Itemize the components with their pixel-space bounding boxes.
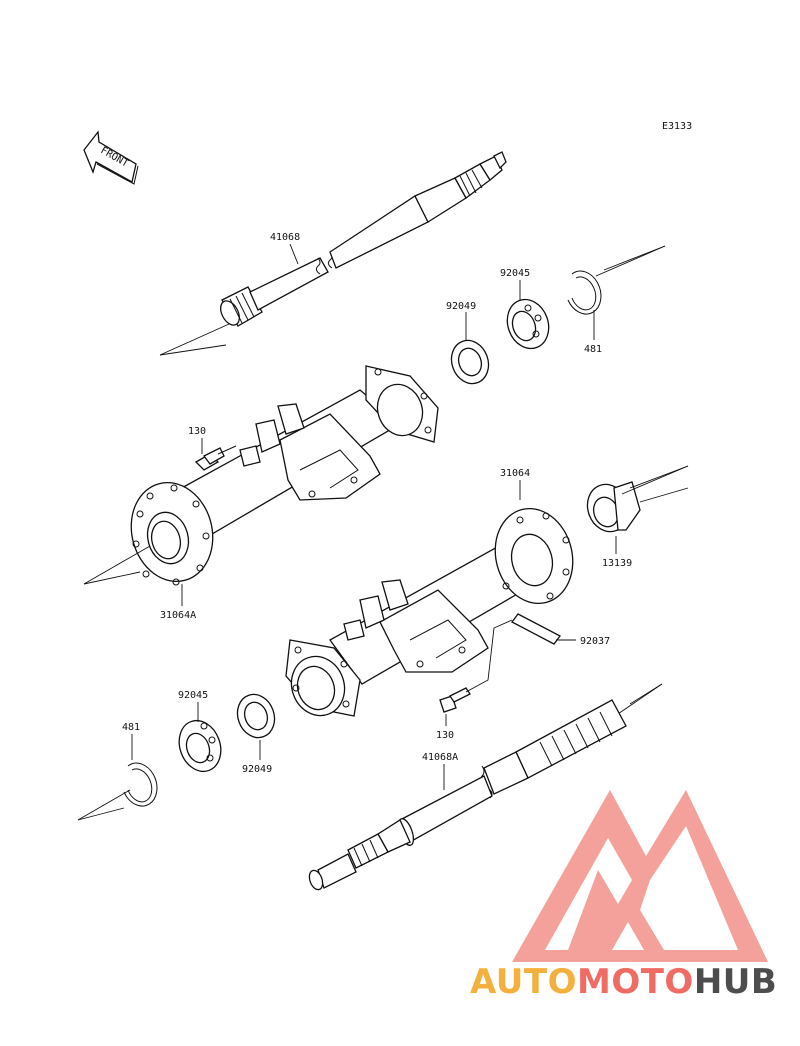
bolt-right bbox=[439, 687, 471, 713]
bearing-upper bbox=[506, 298, 550, 350]
oil-seal-lower bbox=[236, 693, 276, 739]
watermark-auto: AUTO bbox=[470, 962, 577, 1002]
label-481-lower: 481 bbox=[122, 722, 140, 733]
label-481-upper: 481 bbox=[584, 344, 602, 355]
label-31064: 31064 bbox=[500, 468, 530, 479]
lower-axle-shaft bbox=[308, 683, 663, 891]
key-92037 bbox=[511, 613, 561, 645]
label-92037: 92037 bbox=[580, 636, 610, 647]
oil-seal-upper bbox=[450, 339, 490, 385]
label-92049-lower: 92049 bbox=[242, 764, 272, 775]
watermark-hub: HUB bbox=[693, 962, 778, 1002]
label-41068: 41068 bbox=[270, 232, 300, 243]
automotohub-logo-icon bbox=[512, 790, 768, 962]
watermark-text: AUTOMOTOHUB bbox=[470, 962, 777, 1002]
front-arrow-icon: FRONT bbox=[83, 130, 139, 185]
circlip-lower bbox=[123, 762, 158, 807]
sleeve-13139 bbox=[586, 481, 641, 533]
bearing-lower bbox=[178, 719, 222, 773]
diagram-code: E3133 bbox=[662, 121, 692, 132]
circlip-upper bbox=[567, 270, 602, 315]
label-31064A: 31064A bbox=[160, 610, 196, 621]
label-41068A: 41068A bbox=[422, 752, 458, 763]
label-130-right: 130 bbox=[436, 730, 454, 741]
label-92049-upper: 92049 bbox=[446, 301, 476, 312]
label-130-left: 130 bbox=[188, 426, 206, 437]
label-92045-upper: 92045 bbox=[500, 268, 530, 279]
label-13139: 13139 bbox=[602, 558, 632, 569]
axle-housing-right bbox=[285, 507, 574, 717]
axle-housing-left bbox=[130, 365, 439, 586]
bolt-left bbox=[194, 445, 237, 471]
upper-axle-shaft bbox=[159, 151, 507, 356]
label-92045-lower: 92045 bbox=[178, 690, 208, 701]
watermark-moto: MOTO bbox=[576, 962, 694, 1002]
